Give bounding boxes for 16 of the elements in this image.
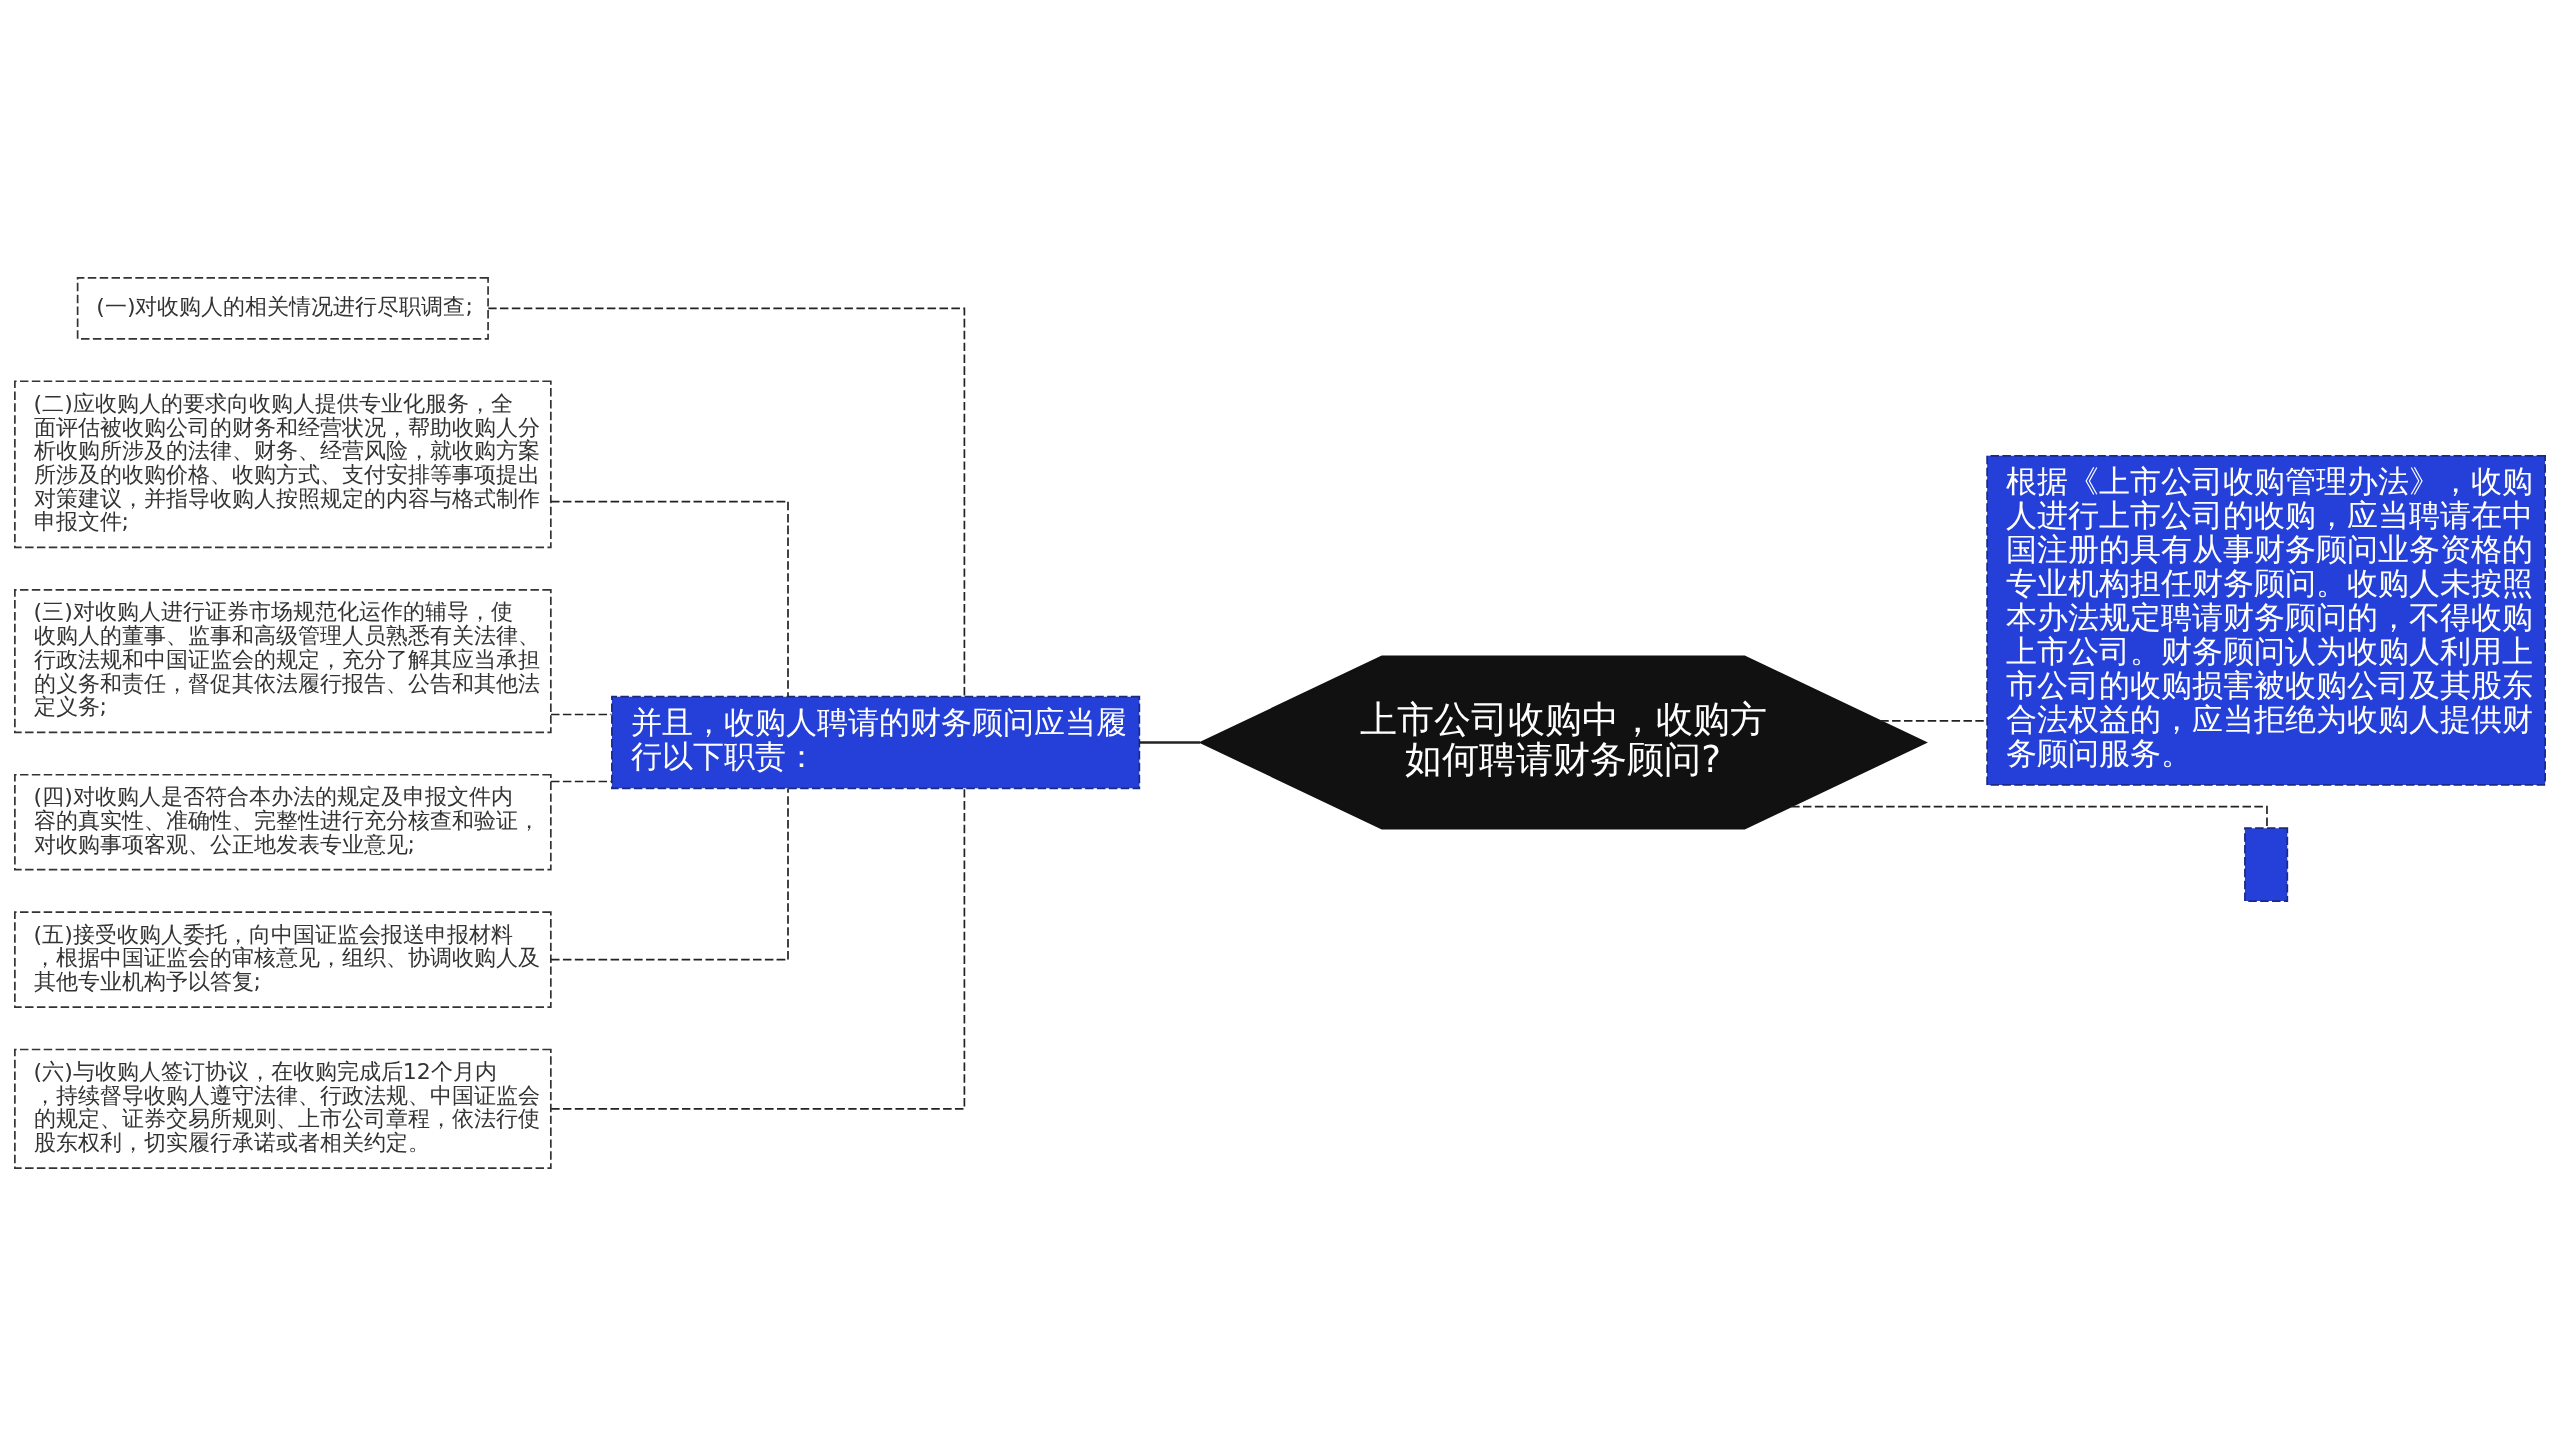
connector: [550, 500, 789, 697]
node-box: (四)对收购人是否符合本办法的规定及申报文件内容的真实性、准确性、完整性进行充分核查和验证，对收购事项客观、公正地发表专业意见;: [14, 773, 552, 871]
connector: [1139, 740, 1200, 744]
connector: [487, 306, 966, 697]
node-box: (六)与收购人签订协议，在收购完成后12个月内，持续督导收购人遵守法律、行政法规、中国证监会的规定、证券交易所规则、上市公司章程，依法行使股东权利，切实履行承诺或者相关约定。: [14, 1048, 552, 1169]
node-box: 根据《上市公司收购管理办法》，收购人进行上市公司的收购，应当聘请在中国注册的具有从事财务顾问业务资格的专业机构担任财务顾问。收购人未按照本办法规定聘请财务顾问的，不得收购上市公司。财务顾问认为收购人利用上市公司的收购损害被收购公司及其股东合法权益的，应当拒绝为收购人提供财务顾问服务。: [1986, 454, 2546, 786]
connector: [550, 713, 613, 715]
node-box: [2244, 826, 2289, 902]
connector: [550, 787, 789, 960]
node-box: (一)对收购人的相关情况进行尽职调查;: [76, 276, 489, 340]
node-box: (二)应收购人的要求向收购人提供专业化服务，全面评估被收购公司的财务和经营状况，帮助收购人分析收购所涉及的法律、财务、经营风险，就收购方案所涉及的收购价格、收购方式、支付安排等事项提出对策建议，并指导收购人按照规定的内容与格式制作申报文件;: [14, 379, 552, 548]
connector: [550, 787, 966, 1110]
node-box: (三)对收购人进行证券市场规范化运作的辅导，使收购人的董事、监事和高级管理人员熟悉有关法律、行政法规和中国证监会的规定，充分了解其应当承担的义务和责任，督促其依法履行报告、公告和其他法定义务;: [14, 588, 552, 733]
connector: [550, 780, 613, 782]
node-box: 并且，收购人聘请的财务顾问应当履行以下职责：: [611, 695, 1141, 789]
node-box: (五)接受收购人委托，向中国证监会报送申报材料，根据中国证监会的审核意见，组织、协调收购人及其他专业机构予以答复;: [14, 910, 552, 1008]
